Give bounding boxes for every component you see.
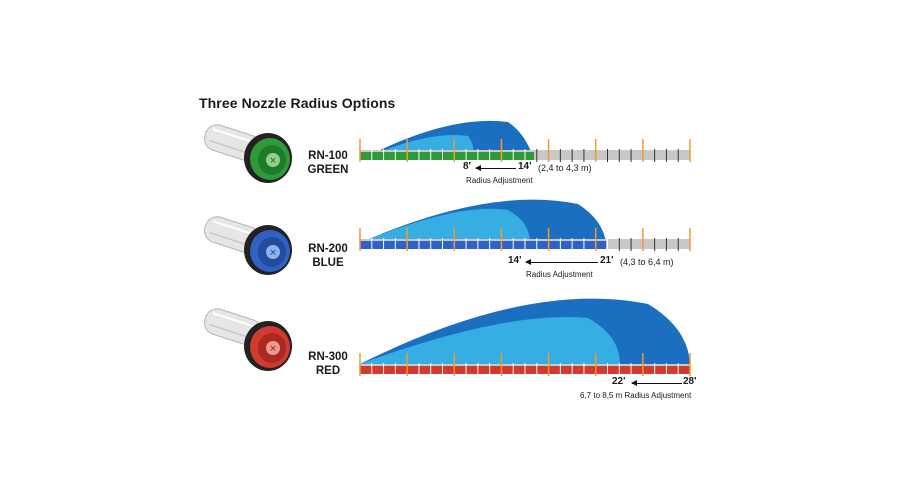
nozzle-row-rn-100: ✕ RN-100 GREEN 8' 14' (2,4 to 4,3 m) Rad… — [0, 116, 900, 226]
rn-100-adjust-label: Radius Adjustment — [466, 176, 533, 185]
svg-text:✕: ✕ — [269, 157, 277, 167]
diagram-title: Three Nozzle Radius Options — [199, 95, 396, 111]
rn-300-color: RED — [315, 365, 341, 377]
rn-200-color: BLUE — [312, 257, 344, 269]
rn-100-nozzle-image: ✕ — [204, 124, 292, 183]
rn-100-model: RN-100 — [308, 150, 348, 162]
rn-300-label: RN-300 RED — [300, 350, 356, 378]
rn-300-arrow — [631, 380, 682, 386]
rn-200-max-radius: 21' — [600, 255, 614, 266]
nozzle-row-rn-300: ✕ RN-300 RED 22' 28' 6,7 to 8,5 m Radius… — [0, 298, 900, 410]
rn-300-max-radius: 28' — [683, 376, 697, 387]
rn-200-scale-ticks — [359, 228, 691, 251]
rn-200-adjust-label: Radius Adjustment — [526, 270, 593, 279]
rn-100-min-radius: 8' — [463, 161, 471, 172]
rn-100-max-radius: 14' — [518, 161, 532, 172]
rn-100-color: GREEN — [307, 164, 349, 176]
svg-text:✕: ✕ — [269, 345, 277, 355]
rn-100-arrow — [475, 165, 516, 171]
rn-300-scale-ticks — [359, 353, 691, 376]
nozzle-row-rn-200: ✕ RN-200 BLUE 14' 21' (4,3 to 6,4 m) Rad… — [0, 199, 900, 318]
rn-100-label: RN-100 GREEN — [300, 149, 356, 177]
rn-300-nozzle-image: ✕ — [204, 308, 292, 371]
rn-100-metric: (2,4 to 4,3 m) — [538, 163, 592, 173]
rn-200-label: RN-200 BLUE — [300, 242, 356, 270]
rn-200-min-radius: 14' — [508, 255, 522, 266]
svg-text:✕: ✕ — [269, 249, 277, 259]
rn-200-spray-diagram — [359, 199, 691, 251]
rn-200-nozzle-image: ✕ — [204, 216, 292, 275]
rn-200-metric: (4,3 to 6,4 m) — [620, 257, 674, 267]
rn-300-spray-diagram — [359, 298, 691, 376]
rn-300-model: RN-300 — [308, 351, 348, 363]
rn-300-min-radius: 22' — [612, 376, 626, 387]
rn-200-model: RN-200 — [308, 243, 348, 255]
rn-100-scale-ticks — [359, 139, 691, 162]
rn-300-metric-adjust: 6,7 to 8,5 m Radius Adjustment — [580, 391, 692, 400]
rn-200-arrow — [525, 259, 598, 265]
rn-100-spray-diagram — [359, 120, 691, 162]
